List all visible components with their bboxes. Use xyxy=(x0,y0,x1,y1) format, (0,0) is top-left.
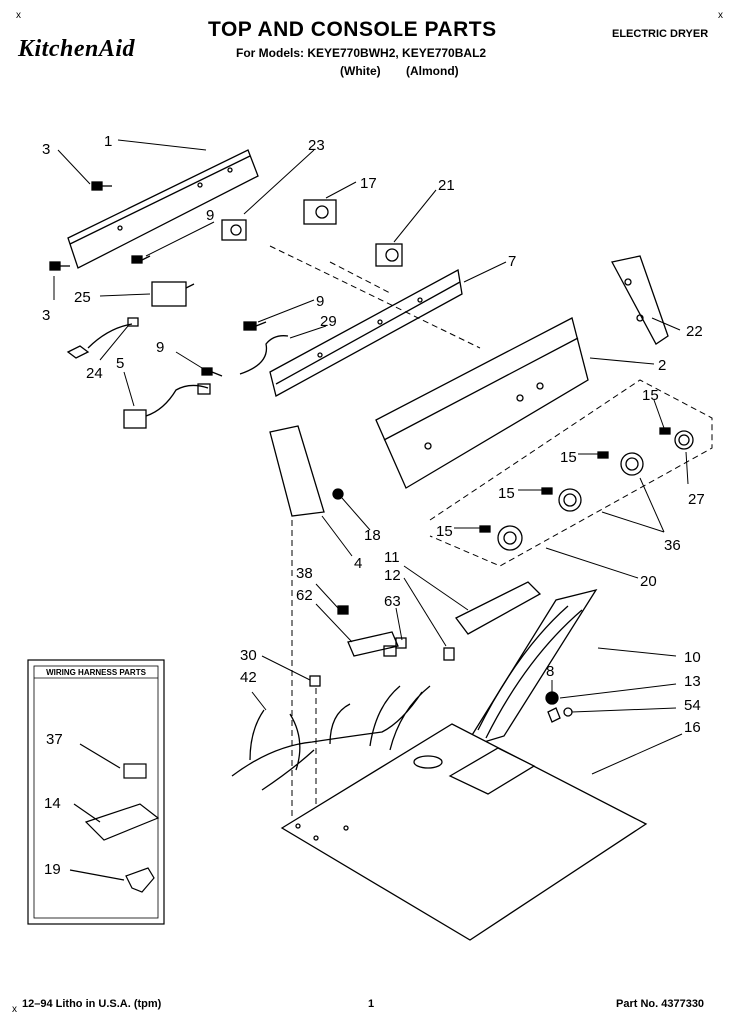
models-line: For Models: KEYE770BWH2, KEYE770BAL2 xyxy=(236,46,487,60)
callout-label: 9 xyxy=(156,339,164,356)
callout-label: 10 xyxy=(684,649,701,666)
footer-page-number: 1 xyxy=(368,998,375,1010)
callout-label: 15 xyxy=(560,449,577,466)
brand-logo: KitchenAid xyxy=(18,36,136,62)
model-colors: (White) (Almond) xyxy=(0,64,752,80)
callout-label: 7 xyxy=(508,253,516,270)
inset-callout-14: 14 xyxy=(44,795,61,812)
inset-callout-37: 37 xyxy=(46,731,63,748)
page-title: TOP AND CONSOLE PARTS xyxy=(208,18,497,41)
callout-label: 22 xyxy=(686,323,703,340)
callout-label: 25 xyxy=(74,289,91,306)
category-label: ELECTRIC DRYER xyxy=(612,28,709,40)
callout-label: 11 xyxy=(384,549,400,566)
callout-label: 54 xyxy=(684,697,701,714)
callout-label: 2 xyxy=(658,357,666,374)
wiring-harness-inset: WIRING HARNESS PARTS 37 14 19 xyxy=(27,659,165,925)
callout-label: 17 xyxy=(360,175,377,192)
callout-label: 38 xyxy=(296,565,313,582)
inset-title: WIRING HARNESS PARTS xyxy=(46,668,147,677)
callout-label: 15 xyxy=(498,485,515,502)
callout-label: 23 xyxy=(308,137,325,154)
callout-label: 27 xyxy=(688,491,705,508)
callout-label: 3 xyxy=(42,307,50,324)
callout-label: 4 xyxy=(354,555,362,572)
callout-label: 1 xyxy=(104,133,112,150)
callout-label: 29 xyxy=(320,313,337,330)
callout-label: 30 xyxy=(240,647,257,664)
callout-label: 3 xyxy=(42,141,50,158)
callout-label: 13 xyxy=(684,673,701,690)
corner-mark-right: x xyxy=(718,10,723,21)
callout-label: 21 xyxy=(438,177,455,194)
callout-label: 20 xyxy=(640,573,657,590)
corner-mark-left: x xyxy=(16,10,21,21)
callout-label: 62 xyxy=(296,587,313,604)
callout-labels: 1 3 23 17 21 9 7 3 25 9 29 22 24 5 9 2 1… xyxy=(42,133,705,736)
inset-callout-19: 19 xyxy=(44,861,61,878)
callout-label: 24 xyxy=(86,365,103,382)
color-white-label: (White) xyxy=(340,64,381,78)
callout-label: 63 xyxy=(384,593,401,610)
callout-label: 16 xyxy=(684,719,701,736)
callout-label: 9 xyxy=(316,293,324,310)
callout-label: 18 xyxy=(364,527,381,544)
callout-label: 5 xyxy=(116,355,124,372)
footer-part-number: Part No. 4377330 xyxy=(616,998,705,1010)
footer-litho: 12–94 Litho in U.S.A. (tpm) xyxy=(22,998,162,1010)
footer-corner-mark: x xyxy=(12,1004,17,1015)
callout-label: 8 xyxy=(546,663,554,680)
color-almond-label: (Almond) xyxy=(406,64,459,78)
callout-label: 9 xyxy=(206,207,214,224)
callout-label: 36 xyxy=(664,537,681,554)
callout-label: 15 xyxy=(436,523,453,540)
callout-label: 15 xyxy=(642,387,659,404)
callout-label: 12 xyxy=(384,567,401,584)
callout-label: 42 xyxy=(240,669,257,686)
